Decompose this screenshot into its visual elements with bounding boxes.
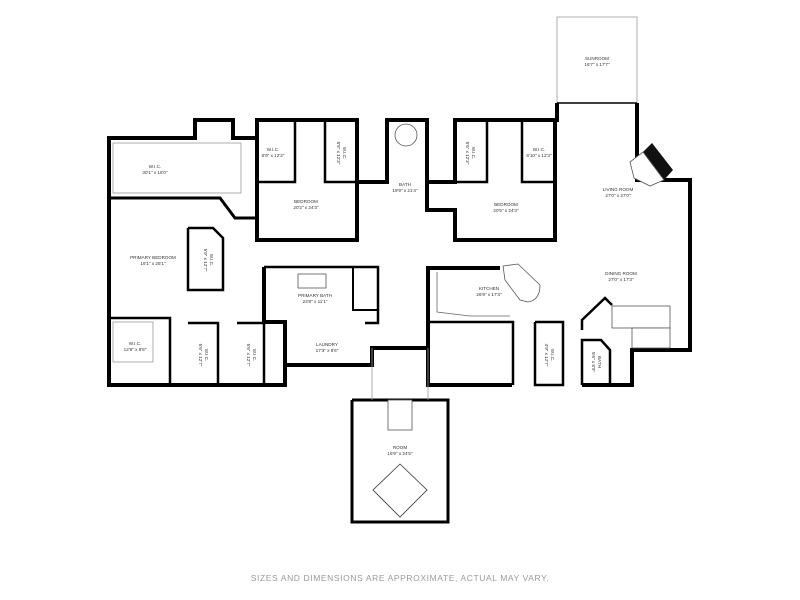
room-dims: 5'6" x 12'3"	[465, 141, 470, 165]
room-name: W.I.C.	[204, 348, 209, 362]
room-name: W.I.C.	[471, 146, 476, 160]
room-label: W.I.C.6'10" x 12'3"	[526, 147, 551, 159]
room-label: W.I.C.5'6" x 12'7"	[197, 344, 209, 367]
room-label: W.I.C.4'9" x 12'7"	[543, 344, 555, 367]
room-name: Primary Bedroom	[130, 255, 176, 260]
room-name: W.I.C.	[342, 146, 347, 160]
room-dims: 27'0" x 17'3"	[608, 277, 634, 282]
room-name: Room	[392, 445, 408, 450]
room-dims: 5'9" x 12'7"	[203, 248, 208, 272]
room-label: Bath19'9" x 21'4"	[392, 182, 417, 194]
fireplace	[643, 143, 673, 180]
room-name: W.I.C.	[128, 341, 142, 346]
room-name: Primary Bath	[298, 293, 332, 298]
room-label: W.I.C.5'9" x 12'7"	[202, 249, 214, 272]
bathtub	[394, 123, 418, 147]
room-dims: 16'9" x 24'5"	[387, 451, 413, 456]
room-name: Bedroom	[494, 202, 518, 207]
room-name: Bath	[597, 356, 602, 368]
room-dims: 23'8" x 11'1"	[302, 299, 328, 304]
room-dims: 12'8" x 8'8"	[123, 347, 147, 352]
room-name: Sunroom	[584, 56, 609, 61]
room-dims: 16'1" x 25'1"	[140, 261, 166, 266]
room-dims: 6'10" x 12'3"	[526, 153, 552, 158]
room-dims: 20'2" x 24'3"	[293, 205, 319, 210]
room-dims: 26'9" x 17'3"	[476, 292, 502, 297]
room-dims: 27'0" x 27'0"	[605, 193, 631, 198]
room-name: Kitchen	[478, 286, 500, 291]
exterior-walls	[107, 103, 692, 524]
room-dims: 16'7" x 17'7"	[584, 62, 610, 67]
room-dims: 17'3" x 8'6"	[315, 348, 339, 353]
staircase	[387, 305, 671, 431]
kitchen-island	[502, 263, 541, 303]
room-dims: 4'9" x 12'7"	[544, 343, 549, 367]
room-label: Primary Bedroom16'1" x 25'1"	[130, 255, 176, 267]
room-name: W.I.C.	[550, 348, 555, 362]
bathtub	[297, 273, 327, 289]
room-dims: 5'8" x 12'3"	[336, 141, 341, 165]
room-label: Primary Bath23'8" x 11'1"	[298, 293, 332, 305]
room-label: W.I.C.5'6" x 12'3"	[464, 142, 476, 165]
room-name: Laundry	[316, 342, 338, 347]
room-name: Bedroom	[294, 199, 318, 204]
room-name: W.I.C.	[532, 147, 546, 152]
room-name: W.I.C.	[148, 164, 162, 169]
rug	[372, 463, 428, 518]
room-name: W.I.C.	[266, 147, 280, 152]
room-dims: 5'6" x 12'7"	[198, 343, 203, 367]
room-label: W.I.C.6'9" x 12'3"	[262, 147, 285, 159]
room-label: Bath5'6" x 8'9"	[590, 352, 602, 372]
room-label: Room16'9" x 24'5"	[387, 445, 412, 457]
room-name: W.I.C.	[252, 348, 257, 362]
room-label: W.I.C.12'8" x 8'8"	[124, 341, 147, 353]
room-label: Bedroom20'2" x 24'3"	[293, 199, 318, 211]
room-name: Dining Room	[605, 271, 637, 276]
sunroom-walls	[556, 16, 638, 104]
room-label: W.I.C.5'8" x 12'3"	[335, 142, 347, 165]
room-label: Kitchen26'9" x 17'3"	[476, 286, 501, 298]
room-label: Living Room27'0" x 27'0"	[603, 187, 634, 199]
room-dims: 5'6" x 8'9"	[591, 351, 596, 373]
room-dims: 20'5" x 24'3"	[493, 208, 519, 213]
room-label: Sunroom16'7" x 17'7"	[584, 56, 609, 68]
room-dims: 5'6" x 12'7"	[246, 343, 251, 367]
room-dims: 30'1" x 16'0"	[142, 170, 168, 175]
room-label: Dining Room27'0" x 17'3"	[605, 271, 637, 283]
disclaimer: SIZES AND DIMENSIONS ARE APPROXIMATE, AC…	[250, 573, 550, 583]
room-label: Laundry17'3" x 8'6"	[316, 342, 339, 354]
room-name: Bath	[399, 182, 411, 187]
room-dims: 6'9" x 12'3"	[261, 153, 285, 158]
room-name: Living Room	[602, 187, 634, 192]
interior-walls	[109, 120, 613, 387]
room-dims: 19'9" x 21'4"	[392, 188, 418, 193]
room-label: Bedroom20'5" x 24'3"	[493, 202, 518, 214]
room-label: W.I.C.5'6" x 12'7"	[245, 344, 257, 367]
room-name: W.I.C.	[209, 253, 214, 267]
room-label: W.I.C.30'1" x 16'0"	[142, 164, 167, 176]
